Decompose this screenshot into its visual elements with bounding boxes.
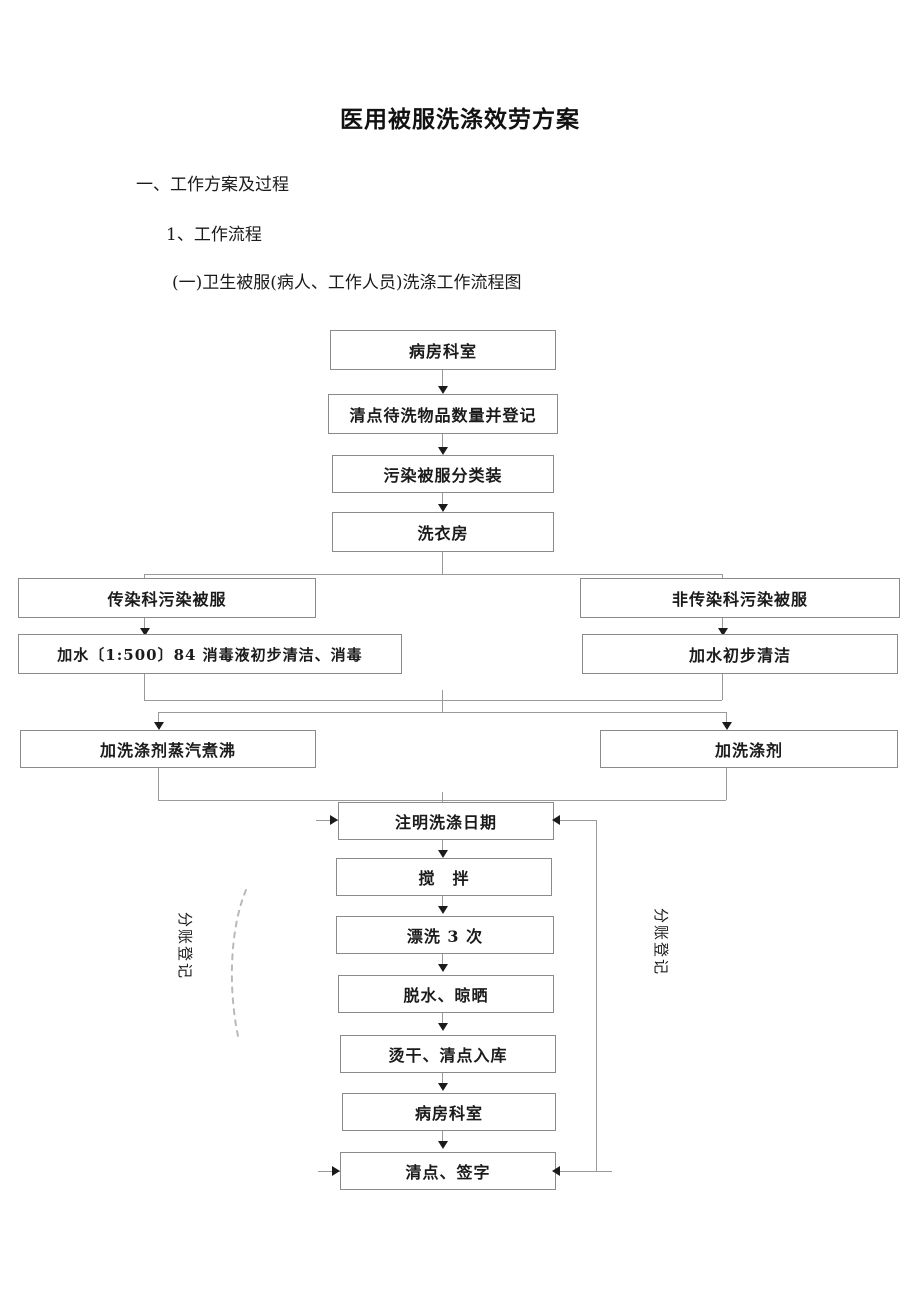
connector-n13-n14	[442, 954, 443, 966]
arrowhead-left-loop-into-n11	[330, 815, 338, 825]
flow-node-infectious-linen: 传染科污染被服	[18, 578, 316, 618]
connector-n3-n4	[442, 493, 443, 506]
decorative-curve	[230, 889, 247, 1037]
flow-node-count-signature: 清点、签字	[340, 1152, 556, 1190]
connector-bottom-merge-stem	[442, 792, 443, 804]
connector-right-loop-vertical	[596, 820, 597, 1171]
connector-n12-n13	[442, 896, 443, 908]
arrowhead-n13-n14	[438, 964, 448, 972]
flow-node-sort-contaminated: 污染被服分类装	[332, 455, 554, 493]
flow-node-count-register: 清点待洗物品数量并登记	[328, 394, 558, 434]
flow-node-rinse-three-times: 漂洗 3 次	[336, 916, 554, 954]
connector-right-loop-bottom	[556, 1171, 612, 1172]
flow-node-add-detergent: 加洗涤剂	[600, 730, 898, 768]
connector-merge-right-up	[722, 674, 723, 700]
connector-n10-down	[726, 768, 727, 800]
connector-left-loop-bottom	[318, 1171, 340, 1172]
subsection-heading: 1、工作流程	[166, 225, 262, 245]
connector-split2-right-drop	[726, 712, 727, 724]
side-label-left-ledger: 分账登记	[176, 912, 194, 981]
page-title: 医用被服洗涤效劳方案	[340, 107, 580, 133]
flow-node-ward-department-top: 病房科室	[330, 330, 556, 370]
connector-right-loop-top	[556, 820, 596, 821]
arrowhead-n14-n15	[438, 1023, 448, 1031]
connector-n14-n15	[442, 1013, 443, 1025]
flow-node-mark-wash-date: 注明洗涤日期	[338, 802, 554, 840]
arrowhead-n5-n7	[140, 628, 150, 636]
flow-node-detergent-steam-boil: 加洗涤剂蒸汽煮沸	[20, 730, 316, 768]
arrowhead-n3-n4	[438, 504, 448, 512]
section-heading: 一、工作方案及过程	[136, 175, 289, 195]
arrowhead-n16-n17	[438, 1141, 448, 1149]
connector-n5-n7	[144, 618, 145, 630]
flow-node-iron-count-storage: 烫干、清点入库	[340, 1035, 556, 1073]
figure-caption: (一)卫生被服(病人、工作人员)洗涤工作流程图	[172, 273, 522, 293]
connector-split2-left-drop	[158, 712, 159, 724]
arrowhead-left-loop-into-n17	[332, 1166, 340, 1176]
connector-n11-n12	[442, 840, 443, 852]
connector-n9-down	[158, 768, 159, 800]
connector-n1-n2	[442, 370, 443, 388]
flow-node-non-infectious-linen: 非传染科污染被服	[580, 578, 900, 618]
connector-merge-stem	[442, 690, 443, 712]
connector-n16-n17	[442, 1131, 443, 1143]
arrowhead-n12-n13	[438, 906, 448, 914]
connector-split2-bar	[158, 712, 726, 713]
flow-node-disinfectant-clean: 加水〔1:500〕84 消毒液初步清洁、消毒	[18, 634, 402, 674]
connector-left-loop-top	[316, 820, 338, 821]
arrowhead-split2-right	[722, 722, 732, 730]
arrowhead-right-loop-into-n11	[552, 815, 560, 825]
connector-merge-left-up	[144, 674, 145, 700]
flow-node-laundry-room: 洗衣房	[332, 512, 554, 552]
arrowhead-n15-n16	[438, 1083, 448, 1091]
flow-node-ward-department-bottom: 病房科室	[342, 1093, 556, 1131]
connector-n2-n3	[442, 434, 443, 449]
arrowhead-split2-left	[154, 722, 164, 730]
connector-split-stem	[442, 552, 443, 574]
arrowhead-n2-n3	[438, 447, 448, 455]
connector-n6-n8	[722, 618, 723, 630]
flow-node-stir: 搅 拌	[336, 858, 552, 896]
side-label-right-ledger: 分账登记	[652, 908, 670, 977]
arrowhead-right-loop-into-n17	[552, 1166, 560, 1176]
connector-n15-n16	[442, 1073, 443, 1085]
flow-node-water-preclean: 加水初步清洁	[582, 634, 898, 674]
connector-merge-bar	[144, 700, 722, 701]
connector-split-bar	[144, 574, 722, 575]
arrowhead-n11-n12	[438, 850, 448, 858]
arrowhead-n6-n8	[718, 628, 728, 636]
flow-node-dehydrate-sun-dry: 脱水、晾晒	[338, 975, 554, 1013]
arrowhead-n1-n2	[438, 386, 448, 394]
